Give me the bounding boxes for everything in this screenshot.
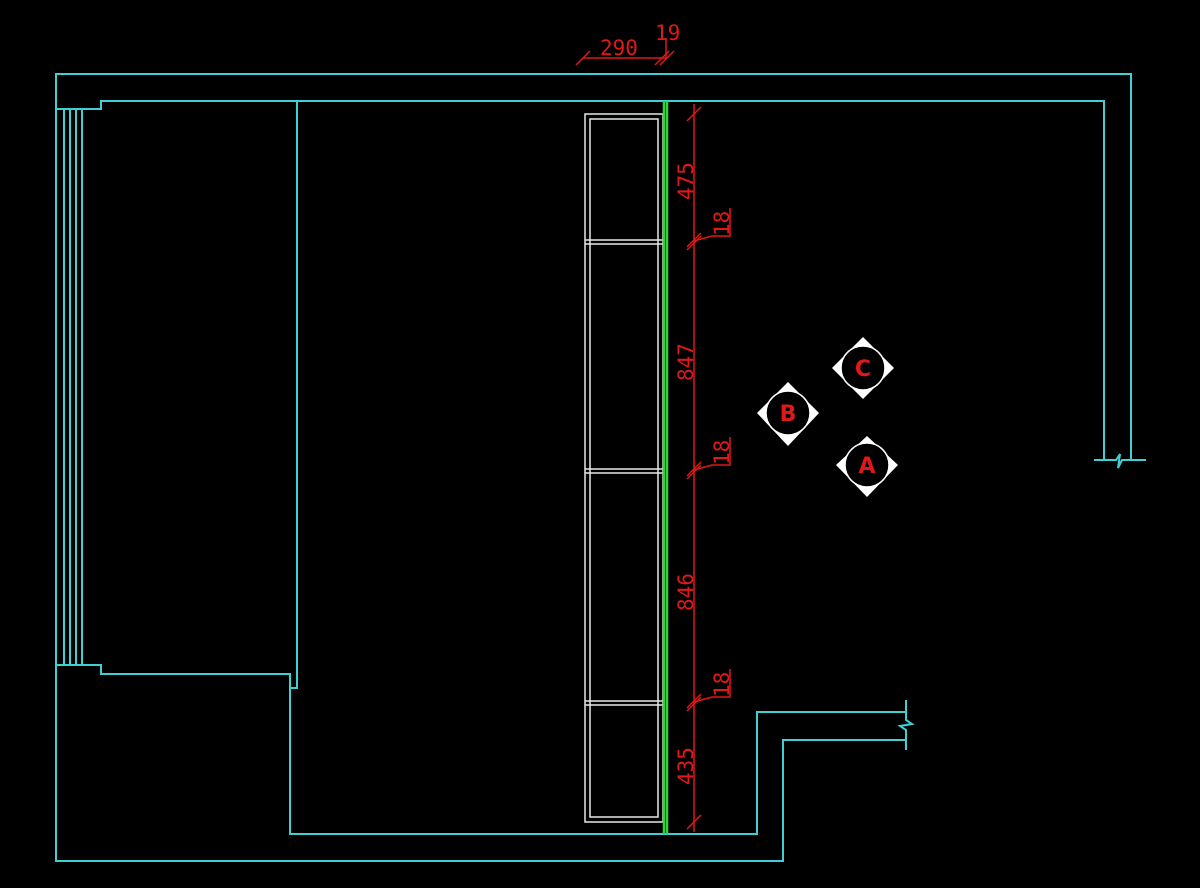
break-symbol-bottom xyxy=(897,700,915,750)
marker-a-label: A xyxy=(858,454,875,479)
dim-ticks xyxy=(686,106,731,830)
break-symbol-right xyxy=(1094,453,1146,469)
partition-wall xyxy=(290,101,298,689)
vertical-dimension-chain: 475 18 847 18 846 18 435 xyxy=(674,104,734,832)
dim-segment-18-a: 18 xyxy=(710,211,734,236)
dim-segment-846: 846 xyxy=(674,573,698,611)
dim-segment-475: 475 xyxy=(674,162,698,200)
cabinet xyxy=(584,113,664,823)
top-dimension: 290 19 xyxy=(575,21,680,66)
cabinet-outer xyxy=(584,113,664,823)
marker-b-label: B xyxy=(780,402,797,427)
view-marker-b: B xyxy=(757,382,819,446)
walls xyxy=(55,73,1146,862)
dim-top-depth: 290 xyxy=(600,36,638,60)
dim-top-thickness: 19 xyxy=(655,21,680,45)
outer-wall xyxy=(55,73,1132,862)
dim-segment-847: 847 xyxy=(674,343,698,381)
left-bottom-return xyxy=(56,664,906,835)
cabinet-inner xyxy=(589,118,659,818)
dim-segment-18-b: 18 xyxy=(710,440,734,465)
back-panel xyxy=(662,101,669,834)
inner-wall xyxy=(56,100,1105,460)
window-lines xyxy=(63,109,83,665)
marker-c-label: C xyxy=(855,357,871,382)
dim-segment-18-c: 18 xyxy=(710,672,734,697)
view-marker-c: C xyxy=(832,337,894,399)
view-marker-a: A xyxy=(836,436,898,497)
dim-segment-435: 435 xyxy=(674,747,698,785)
